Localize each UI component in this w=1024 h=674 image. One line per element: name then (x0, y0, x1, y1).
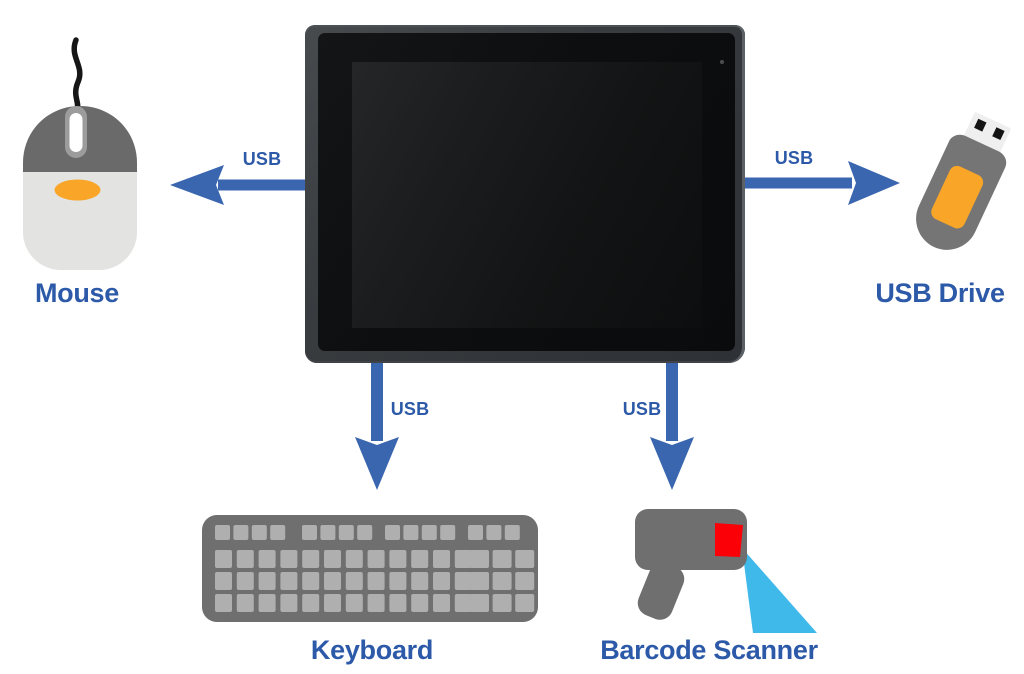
usb-contact-right (992, 127, 1005, 141)
usb-label-usb-drive: USB (774, 148, 814, 168)
usb-arrow-to-keyboard (355, 363, 399, 490)
scanner-handle (637, 562, 685, 620)
arrow-shaft (740, 177, 852, 189)
arrow-head (355, 437, 399, 490)
usb-arrow-to-usb-drive (740, 161, 900, 205)
usb-arrow-to-barcode-scanner (650, 363, 694, 490)
panel-pc-monitor (305, 25, 745, 363)
monitor-led-dot (720, 60, 724, 64)
usb-drive-label: USB Drive (875, 278, 1005, 308)
arrow-head (650, 437, 694, 490)
mouse-icon (23, 37, 137, 270)
scanner-beam (742, 548, 817, 633)
keyboard-keys (215, 525, 535, 612)
mouse-wheel (69, 113, 83, 152)
usb-body-badge (931, 165, 984, 229)
arrow-shaft (218, 179, 308, 191)
scanner-window (715, 523, 743, 557)
arrow-shaft (371, 363, 383, 441)
arrow-shaft (666, 363, 678, 441)
keyboard-icon (202, 515, 538, 622)
mouse-logo-dot (54, 179, 101, 201)
barcode-scanner-icon (635, 509, 817, 633)
barcode-scanner-label: Barcode Scanner (600, 635, 818, 665)
usb-label-mouse: USB (242, 149, 282, 169)
usb-label-barcode-scanner: USB (622, 399, 662, 419)
monitor-screen (352, 62, 702, 328)
usb-drive-icon (916, 112, 1011, 250)
mouse-label: Mouse (34, 278, 119, 308)
arrow-head (848, 161, 900, 205)
usb-label-keyboard: USB (390, 399, 430, 419)
usb-arrow-to-mouse (170, 165, 308, 205)
usb-contact-left (974, 118, 987, 132)
arrow-head (170, 165, 224, 205)
keyboard-label: Keyboard (310, 635, 434, 665)
mouse-cable (71, 37, 83, 113)
